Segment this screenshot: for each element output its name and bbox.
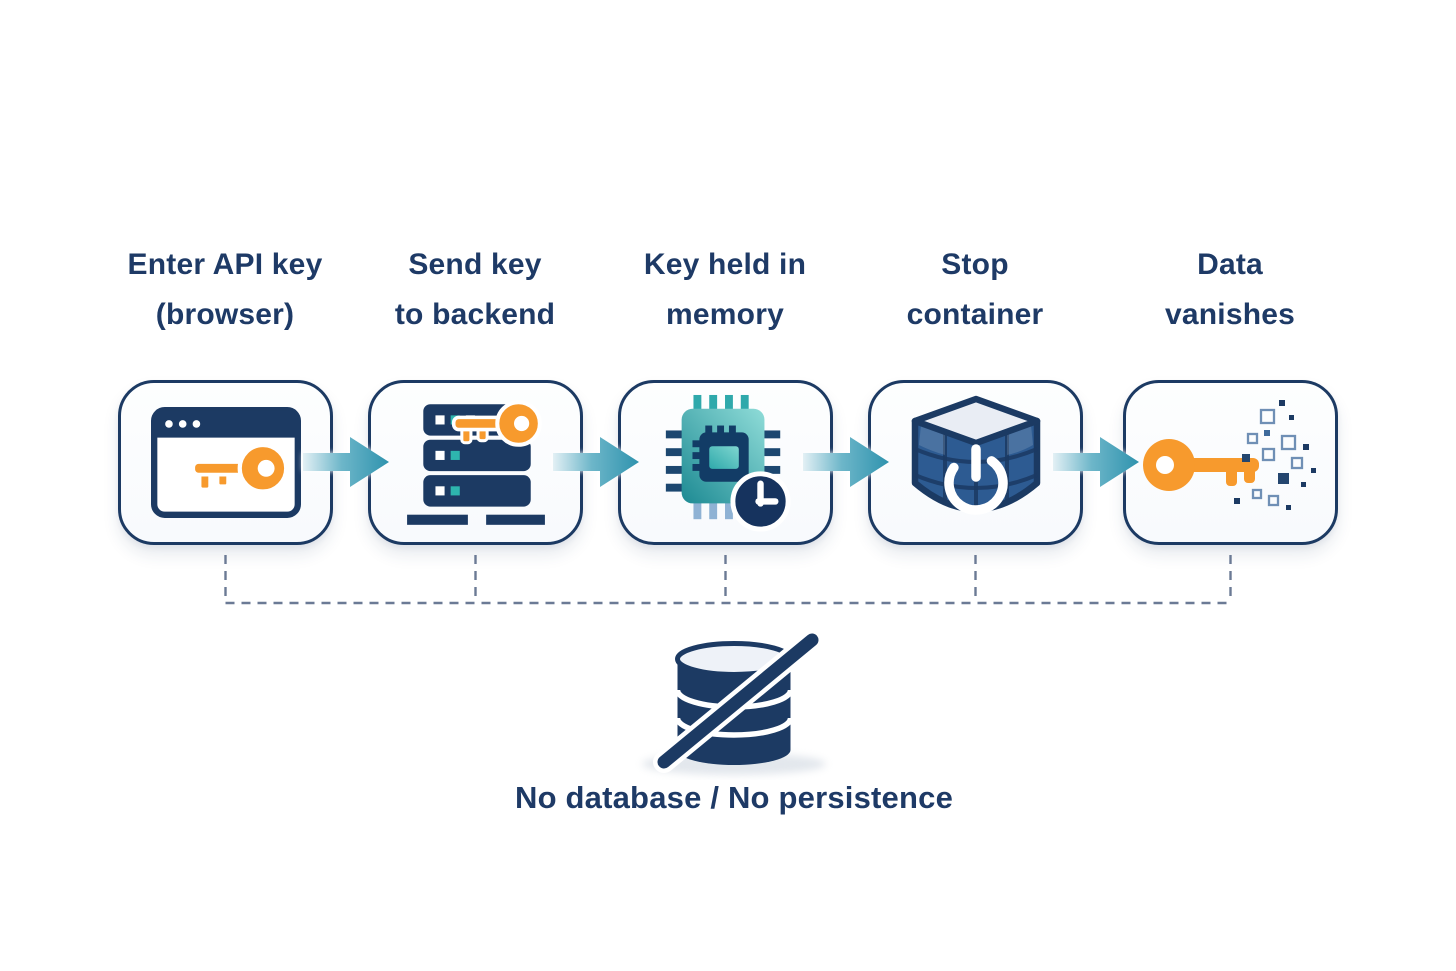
key-icon [451,399,542,447]
step-label-line: Enter API key [127,248,323,281]
cube-power-icon [911,395,1040,515]
step-label-send-key: Send key to backend [345,240,605,340]
pixel-squares [1233,400,1316,510]
step-label-line: Stop [941,248,1009,281]
flow-arrow-icon [1053,437,1139,487]
power-icon [943,443,1008,515]
step-label-stop-container: Stop container [845,240,1105,340]
step-label-line: container [906,298,1044,331]
step-label-data-vanishes: Data vanishes [1100,240,1360,340]
step-label-line: (browser) [155,298,295,331]
step-label-line: Key held in [643,248,807,281]
pixel-squares-outline [1246,408,1303,507]
step-box-data-vanishes [1123,380,1338,545]
flow-arrow-icon [553,437,639,487]
step-label-line: vanishes [1164,298,1295,331]
browser-key-icon [150,407,301,518]
step-label-line: to backend [394,298,556,331]
clock-icon [729,470,791,532]
chip-clock-icon [665,394,791,532]
step-label-key-memory: Key held in memory [595,240,855,340]
connector-dashed-lines [224,555,1232,605]
footer-caption: No database / No persistence [514,780,954,815]
step-box-enter-api-key [118,380,333,545]
flow-arrow-icon [303,437,389,487]
step-label-enter-api-key: Enter API key (browser) [95,240,355,340]
flow-arrow-icon [803,437,889,487]
dissolving-key-icon [1142,400,1316,510]
step-box-stop-container [868,380,1083,545]
step-label-line: Send key [408,248,542,281]
key-icon [190,442,288,494]
step-box-send-key [368,380,583,545]
step-box-key-memory [618,380,833,545]
step-label-line: Data [1197,248,1263,281]
no-database-icon [642,629,826,775]
server-key-icon [406,399,545,525]
key-icon [1142,439,1259,491]
step-label-line: memory [666,298,784,331]
